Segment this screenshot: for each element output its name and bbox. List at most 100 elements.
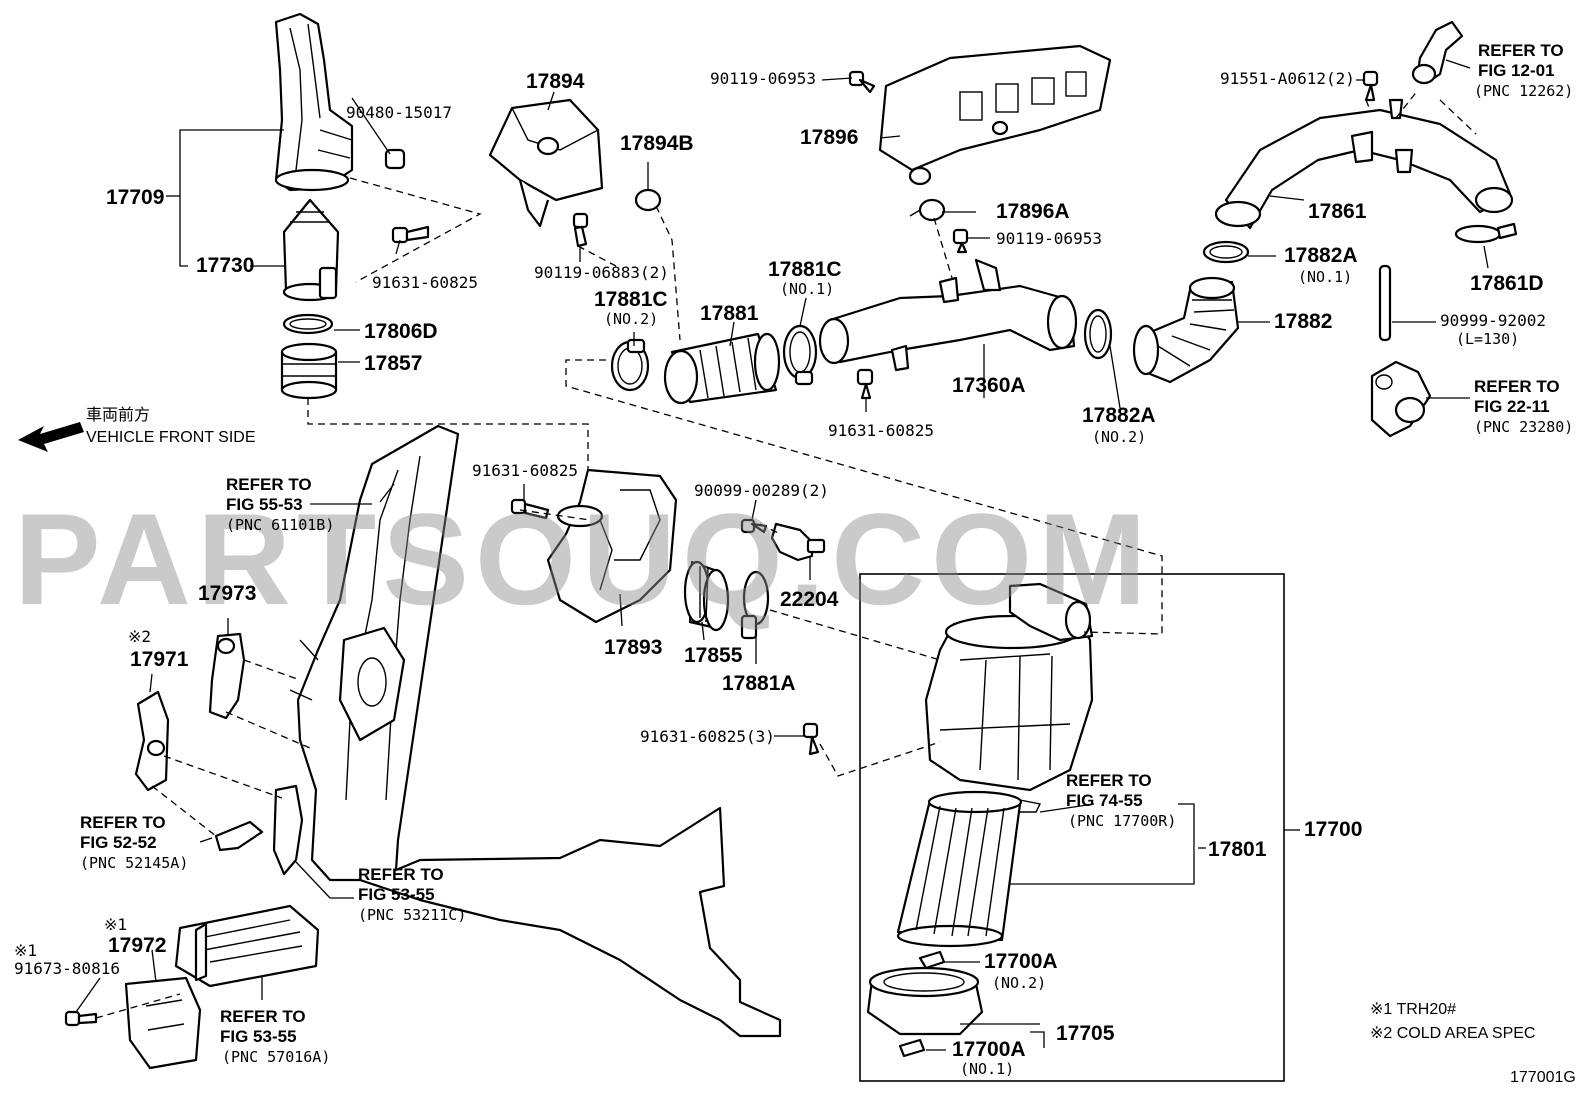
- label-17881A: 17881A: [722, 672, 796, 695]
- clip-17700A-no1: [898, 1038, 926, 1058]
- bracket-17894: [488, 98, 604, 228]
- label-91551-A0612: 91551-A0612(2): [1220, 69, 1355, 88]
- bolt-91631-d: [802, 722, 820, 756]
- pipe-17360A: [818, 258, 1078, 372]
- air-cleaner-case: [924, 582, 1094, 792]
- refer-74-55-pnc: (PNC 17700R): [1068, 812, 1176, 830]
- cap-17705: [866, 966, 984, 1036]
- bellows-hose-17881: [663, 332, 781, 405]
- bolt-90119-06953-b: [952, 228, 969, 254]
- label-90099-00289: 90099-00289(2): [694, 481, 829, 500]
- bolt-90119-06953-a: [848, 70, 876, 94]
- refer-53-55-b-title: REFER TO: [220, 1007, 306, 1026]
- label-17709: 17709: [106, 186, 164, 209]
- label-91631-60825-a: 91631-60825: [372, 273, 478, 292]
- figure-code: 177001G: [1510, 1069, 1576, 1086]
- label-17971-mark: ※2: [128, 627, 151, 646]
- bracket-lower: [124, 976, 202, 1070]
- direction-jp: 車両前方: [86, 406, 150, 424]
- clamp-17881A: [740, 570, 770, 640]
- label-17893: 17893: [604, 636, 662, 659]
- label-90999-sub: (L=130): [1456, 330, 1519, 348]
- refer-52-52-fig: FIG 52-52: [80, 833, 157, 852]
- footnote-1: ※1 TRH20#: [1370, 1001, 1456, 1018]
- label-17972-mark: ※1: [104, 915, 127, 934]
- bolt-91551: [1362, 70, 1379, 102]
- label-17896: 17896: [800, 126, 858, 149]
- label-90480-15017: 90480-15017: [346, 103, 452, 122]
- refer-fig-53-55-a: REFER TO FIG 53-55 (PNC 53211C): [358, 865, 466, 924]
- refer-55-53-fig: FIG 55-53: [226, 495, 303, 514]
- label-17360A: 17360A: [952, 374, 1026, 397]
- direction-en: VEHICLE FRONT SIDE: [86, 429, 256, 446]
- label-17881: 17881: [700, 302, 759, 325]
- label-17705: 17705: [1056, 1022, 1115, 1045]
- assembly-box-17700: [859, 573, 1285, 1082]
- bracket-17971: [134, 690, 170, 792]
- front-arrow-icon: [18, 422, 84, 452]
- label-91673-80816: 91673-80816: [14, 959, 120, 978]
- footnote-2: ※2 COLD AREA SPEC: [1370, 1025, 1535, 1042]
- refer-22-11-pnc: (PNC 23280): [1474, 418, 1573, 436]
- bolt-91673: [64, 1010, 98, 1027]
- label-17700: 17700: [1304, 818, 1362, 841]
- label-90119-06883: 90119-06883(2): [534, 263, 669, 282]
- label-17896A: 17896A: [996, 200, 1070, 223]
- bolt-90099: [740, 518, 768, 534]
- label-90999-92002: 90999-92002: [1440, 311, 1546, 330]
- label-90119-06953-a: 90119-06953: [710, 69, 816, 88]
- refer-55-53-pnc: (PNC 61101B): [226, 516, 334, 534]
- label-17881C-no1-sub: (NO.1): [780, 280, 834, 298]
- label-91631-60825-c: 91631-60825: [472, 461, 578, 480]
- label-22204: 22204: [780, 588, 839, 611]
- refer-53-55-a-fig: FIG 53-55: [358, 885, 435, 904]
- refer-53-55-a-pnc: (PNC 53211C): [358, 906, 466, 924]
- bellows-hose-17882: [1132, 276, 1240, 384]
- hose-refer-12-01: [1411, 20, 1464, 85]
- label-17882A-no1-sub: (NO.1): [1298, 268, 1352, 286]
- label-17882A-no2-sub: (NO.2): [1092, 428, 1146, 446]
- label-17700A-no1: 17700A: [952, 1038, 1026, 1061]
- heat-shield-17896: [878, 44, 1112, 186]
- clamp-17882A-no2: [1083, 308, 1113, 360]
- duct-17893: [546, 468, 678, 624]
- bolt-91631-a: [391, 225, 430, 244]
- bracket-17973: [208, 632, 246, 720]
- body-panel: [289, 424, 782, 1038]
- nut-90480: [384, 148, 406, 170]
- refer-fig-12-01: REFER TO FIG 12-01 (PNC 12262): [1474, 41, 1573, 100]
- label-17730: 17730: [196, 254, 254, 277]
- sensor-22204: [770, 522, 826, 562]
- clip-17896A: [909, 198, 946, 222]
- clamp-17881C-no2: [610, 338, 650, 392]
- label-17700A-no1-sub: (NO.1): [960, 1060, 1014, 1078]
- pipe-17861: [1214, 98, 1514, 230]
- bracket-53-55: [272, 784, 304, 876]
- label-17855: 17855: [684, 644, 743, 667]
- ring-17806D: [282, 313, 334, 335]
- label-17882A-no1: 17882A: [1284, 244, 1358, 267]
- label-91631-60825-b: 91631-60825: [828, 421, 934, 440]
- filter-element-17801: [896, 790, 1042, 948]
- refer-53-55-b-pnc: (PNC 57016A): [222, 1048, 330, 1066]
- intake-duct-17709: [274, 12, 354, 192]
- label-17894: 17894: [526, 70, 585, 93]
- label-17700A-no2: 17700A: [984, 950, 1058, 973]
- label-17882A-no2: 17882A: [1082, 404, 1156, 427]
- refer-74-55-fig: FIG 74-55: [1066, 791, 1143, 810]
- label-17857: 17857: [364, 352, 422, 375]
- label-17973: 17973: [198, 582, 256, 605]
- label-91631-60825-d: 91631-60825(3): [640, 727, 775, 746]
- label-17861D: 17861D: [1470, 272, 1544, 295]
- clip-17700A-no2: [918, 950, 946, 970]
- label-17806D: 17806D: [364, 320, 438, 343]
- label-90119-06953-b: 90119-06953: [996, 229, 1102, 248]
- label-17861: 17861: [1308, 200, 1367, 223]
- label-17881C-no2-sub: (NO.2): [604, 310, 658, 328]
- refer-fig-74-55: REFER TO FIG 74-55 (PNC 17700R): [1066, 771, 1176, 830]
- cap-17730: [282, 198, 340, 302]
- refer-fig-55-53: REFER TO FIG 55-53 (PNC 61101B): [226, 475, 334, 534]
- refer-55-53-title: REFER TO: [226, 475, 312, 494]
- refer-52-52-pnc: (PNC 52145A): [80, 854, 188, 872]
